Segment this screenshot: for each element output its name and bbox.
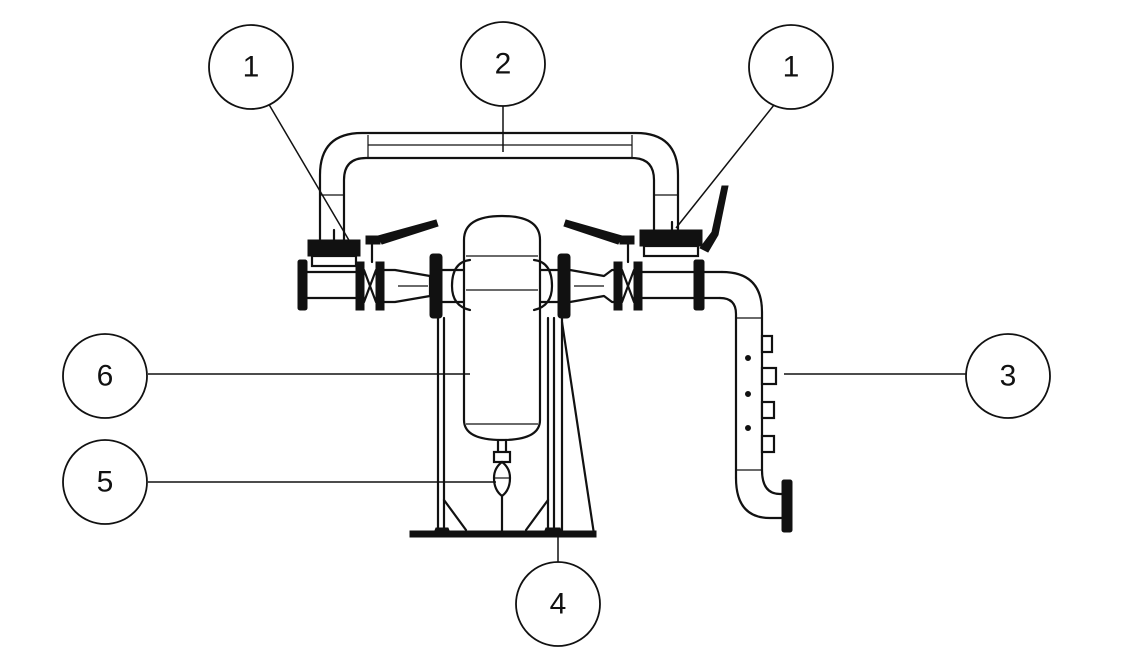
leader-line xyxy=(263,95,351,243)
callout-support-frame: 4 xyxy=(515,561,601,647)
callout-circle xyxy=(208,24,294,110)
callout-number: 5 xyxy=(97,466,114,499)
callout-drain-valve: 5 xyxy=(62,439,148,525)
bypass-pipe xyxy=(318,131,680,247)
callout-number: 2 xyxy=(495,48,512,81)
callout-manifold: 3 xyxy=(965,333,1051,419)
manifold-port xyxy=(760,366,778,386)
leader-lines xyxy=(148,95,966,562)
callout-circle xyxy=(62,439,148,525)
drain-valve xyxy=(492,450,512,538)
callout-number: 4 xyxy=(550,588,567,621)
callout-number: 6 xyxy=(97,360,114,393)
callout-bypass-pipe: 2 xyxy=(460,21,546,107)
callout-number: 3 xyxy=(1000,360,1017,393)
callout-number: 1 xyxy=(783,51,800,84)
callout-circle xyxy=(62,333,148,419)
callout-circle xyxy=(965,333,1051,419)
callout-separator-vessel: 6 xyxy=(62,333,148,419)
callout-valve-right: 1 xyxy=(748,24,834,110)
inlet-piping-left xyxy=(297,219,472,319)
callout-circle xyxy=(515,561,601,647)
manifold-port xyxy=(760,434,776,454)
bypass-valve-left xyxy=(307,228,361,268)
separator-vessel xyxy=(450,214,554,454)
bypass-valve-right xyxy=(639,185,729,258)
manifold xyxy=(718,270,793,533)
callout-number: 1 xyxy=(243,51,260,84)
callout-circle xyxy=(748,24,834,110)
manifold-port xyxy=(760,400,776,420)
leader-line xyxy=(675,99,779,229)
manifold-port xyxy=(760,334,774,354)
outlet-piping-right xyxy=(528,219,724,319)
callout-circle xyxy=(460,21,546,107)
callout-valve-left: 1 xyxy=(208,24,294,110)
